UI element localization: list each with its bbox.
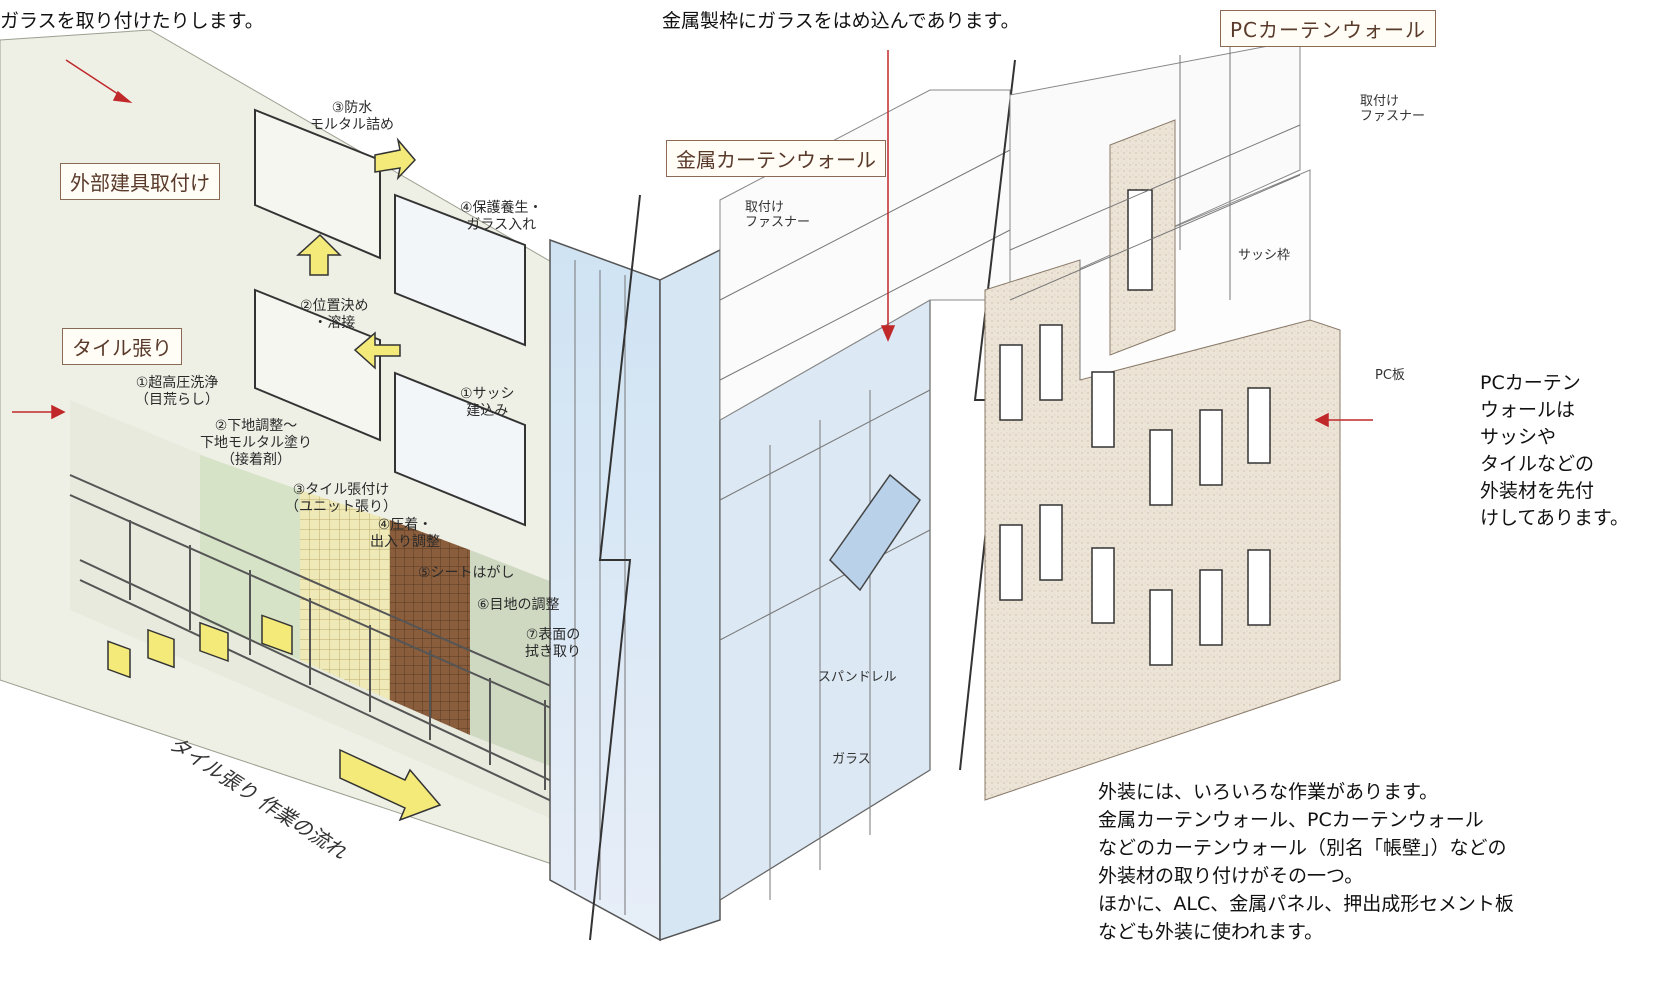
tile-step-4: ④圧着・ 出入り調整 [370, 517, 440, 550]
sash-step-2: ②位置決め ・溶接 [300, 298, 369, 331]
paragraph-line: 外装には、いろいろな作業があります。 [1098, 781, 1439, 803]
paragraph-line: 外装材の取り付けがその一つ。 [1098, 865, 1364, 887]
note-line: ウォールは [1480, 399, 1576, 421]
caption-top-left: ガラスを取り付けたりします。 [0, 10, 264, 32]
tile-step-6: ⑥目地の調整 [477, 597, 560, 613]
note-line: サッシや [1480, 426, 1557, 448]
sash-step-3: ③防水 モルタル詰め [310, 100, 394, 133]
note-line: PCカーテン [1480, 372, 1581, 394]
note-line: タイルなどの [1480, 453, 1595, 475]
left-wall [0, 29, 601, 881]
label-metal-curtain-wall: 金属カーテンウォール [666, 140, 886, 177]
paragraph-line: 金属カーテンウォール、PCカーテンウォール [1098, 809, 1484, 831]
label-exterior-fittings: 外部建具取付け [60, 163, 220, 200]
label-pc-curtain-wall: PCカーテンウォール [1220, 10, 1437, 47]
paragraph-line: ほかに、ALC、金属パネル、押出成形セメント板 [1098, 893, 1514, 915]
tile-step-1: ①超高圧洗浄 （目荒らし） [135, 375, 219, 408]
label-tiling: タイル張り [62, 328, 182, 365]
metal-fastener-label: 取付け ファスナー [745, 200, 811, 230]
caption-top-center: 金属製枠にガラスをはめ込んであります。 [662, 10, 1020, 32]
pc-panel-label: PC板 [1375, 368, 1405, 383]
sash-frame-label: サッシ枠 [1238, 248, 1291, 263]
pc-fastener-label: 取付け ファスナー [1360, 94, 1426, 124]
paragraph-line: なども外装に使われます。 [1098, 921, 1324, 943]
metal-curtain-wall-building [549, 59, 1016, 942]
pc-curtain-wall-building [984, 39, 1341, 801]
note-line: 外装材を先付 [1480, 480, 1595, 502]
red-arrows [12, 50, 1373, 428]
summary-paragraph: 外装には、いろいろな作業があります。 金属カーテンウォール、PCカーテンウォール… [1098, 778, 1514, 946]
pc-curtain-wall-note: PCカーテン ウォールは サッシや タイルなどの 外装材を先付 けしてあります。 [1480, 370, 1629, 532]
paragraph-line: などのカーテンウォール（別名「帳壁」）などの [1098, 837, 1507, 859]
sash-step-1: ①サッシ 建込み [460, 386, 515, 419]
tile-step-7: ⑦表面の 拭き取り [525, 627, 581, 660]
tile-step-2: ②下地調整～ 下地モルタル塗り （接着剤） [200, 418, 312, 468]
tile-step-5: ⑤シートはがし [418, 565, 515, 581]
glass-label: ガラス [832, 752, 871, 767]
spandrel-label: スパンドレル [818, 670, 897, 685]
sash-step-4: ④保護養生・ ガラス入れ [460, 200, 543, 233]
note-line: けしてあります。 [1480, 507, 1629, 529]
tile-step-3: ③タイル張付け （ユニット張り） [285, 482, 397, 515]
